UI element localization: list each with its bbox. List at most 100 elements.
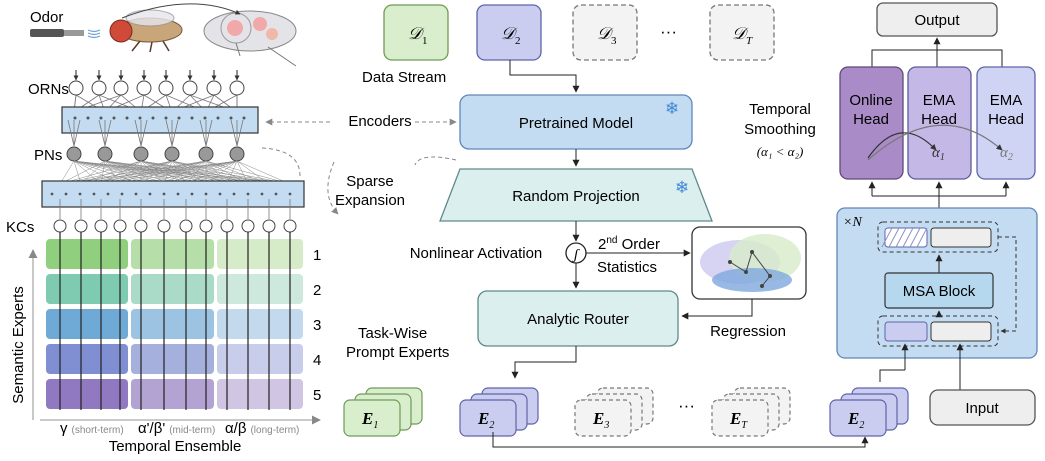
svg-text:𝒟: 𝒟 [408,24,425,43]
synapse-dot [246,192,250,196]
snowflake-icon: ❄ [675,178,689,197]
synapse-line [100,160,173,185]
synapse-line [163,160,238,185]
statistics-plot-box [691,226,807,300]
ema-head-1-label-1: EMA [923,92,956,109]
pn-neuron [66,146,82,162]
expert-cell [46,309,128,339]
synapse-line [140,160,207,185]
synapse-dot [216,116,220,120]
temporal-smoothing-label-2: Smoothing [744,121,816,138]
synapse-line [80,160,173,185]
data-stream-label: Data Stream [362,69,446,86]
orns-label: ORNs [28,81,69,98]
kc-neuron [53,219,67,233]
synapse-line [104,119,112,147]
expert-number: 4 [313,352,321,369]
encoder-layer-2 [41,180,305,208]
pipeline-panel: 𝒟 1 𝒟 2 𝒟 3 ··· 𝒟 T Data Stream Pretrain… [265,4,869,448]
synapse-line [59,160,207,185]
alpha-2-label: α2 [1000,145,1013,163]
pn-neuron [97,146,113,162]
synapse-line [199,119,207,147]
temporal-smoothing-label-1: Temporal [749,101,811,118]
synapse-line [59,160,142,185]
expert-cell [131,274,214,304]
synapse-dot [151,116,155,120]
activation-symbol: ʃ [572,247,580,263]
second-order-label: 2nd Order [598,235,660,253]
synapse-line [104,160,270,185]
expert-cell [131,239,214,269]
synapse-line [73,119,81,147]
synapse-line [236,160,270,185]
synapse-line [185,160,207,185]
synapse-dot [92,192,96,196]
synapse-dot [218,192,222,196]
expert-number: 2 [313,282,321,299]
expert-number: 3 [313,317,321,334]
synapse-dot [148,192,152,196]
svg-text:E3: E3 [592,409,609,431]
orn-neuron [136,80,152,96]
synapse-line [59,160,238,185]
synapse-dot [78,192,82,196]
kc-neuron [199,219,213,233]
synapse-line [230,119,238,147]
data-item-2: 𝒟 2 [476,4,542,61]
regression-label: Regression [710,323,786,340]
expert-cell [217,274,303,304]
expert-cell [46,274,128,304]
svg-text:3: 3 [611,35,617,47]
encoders-label: Encoders [348,113,411,130]
kc-neuron [157,219,171,233]
expert-cell [217,344,303,374]
synapse-line [236,119,244,147]
temporal-ensemble-label: Temporal Ensemble [109,438,242,455]
synapse-line [140,160,238,185]
synapse-dot [125,116,129,120]
synapse-dot [229,116,233,120]
prompt-expert-1: E1 [343,387,423,437]
temporal-group-labels: γ(short-term)α'/β'(mid-term)α/β(long-ter… [60,420,299,437]
expert-cell [217,309,303,339]
kc-neuron [220,219,234,233]
pn-neuron [133,146,149,162]
msa-block-label: MSA Block [903,283,976,300]
synapse-line [104,160,228,185]
data-item-3: 𝒟 3 [572,4,638,61]
orn-neuron [158,80,174,96]
synapse-line [171,119,179,147]
pn-neuron [198,146,214,162]
synapse-line [140,160,228,185]
semantic-experts-label: Semantic Experts [10,286,27,404]
snowflake-icon: ❄ [665,99,679,118]
svg-text:2: 2 [515,35,521,47]
temporal-group-label: α/β(long-term) [225,420,299,437]
synapse-line [165,119,173,147]
selected-prompt-expert: E2 [829,387,909,437]
synapse-dot [112,116,116,120]
temporal-group-label: α'/β'(mid-term) [138,420,215,437]
odor-label: Odor [30,9,63,26]
svg-text:𝒟: 𝒟 [501,24,518,43]
kc-neuron [179,219,193,233]
lower-token-group [877,315,999,347]
kc-neuron [241,219,255,233]
expert-cell [217,239,303,269]
synapse-dot [99,116,103,120]
synapse-line [140,160,270,185]
orn-neuron [91,80,107,96]
synapse-line [59,160,173,185]
fruit-fly-icon [109,9,183,53]
kcs-label: KCs [6,219,34,236]
ema-head-1-label-2: Head [921,111,957,128]
analytic-router-label: Analytic Router [527,311,629,328]
data-ellipsis: ··· [660,22,677,41]
expert-cell [46,239,128,269]
fly-brain-icon [203,10,297,52]
synapse-dot [177,116,181,120]
ema-head-2-label-1: EMA [990,92,1023,109]
